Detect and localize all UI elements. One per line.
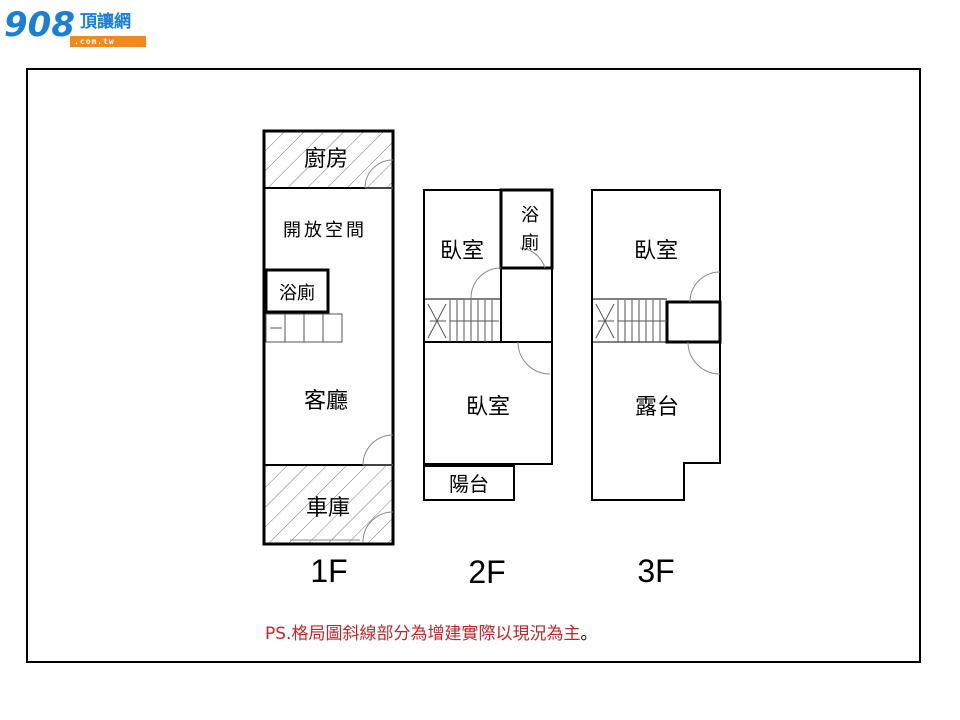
note-text: 格局圖斜線部分為增建實際以現況為主 (291, 624, 581, 644)
stairs-1f (265, 313, 343, 343)
floor-2f-outline (423, 189, 553, 465)
room-bath-2f-line2: 廁 (521, 232, 539, 254)
logo-bar (70, 36, 146, 47)
floor-label-1f: 1F (310, 553, 347, 589)
floor-2f: 臥室 浴 廁 臥室 陽台 (423, 188, 554, 501)
doors-1f (290, 159, 394, 543)
floor-3f-outline (591, 189, 721, 501)
logo-subtitle: .com.tw (74, 37, 115, 46)
room-bedroom-2f-upper: 臥室 (440, 239, 484, 264)
note-suffix: 。 (580, 624, 598, 644)
logo-number: 908 (4, 5, 75, 45)
floor-1f-outline (262, 129, 395, 546)
garage-hatch (264, 465, 393, 544)
room-bathroom-1f: 浴廁 (279, 282, 315, 304)
landing-3f (665, 300, 722, 344)
room-living: 客廳 (304, 389, 348, 414)
stairs-2f (427, 300, 499, 342)
site-logo[interactable]: 908 頂讓網 .com.tw (4, 5, 146, 47)
kitchen-hatch (264, 131, 393, 188)
note-prefix: PS. (265, 624, 292, 644)
floor-label-3f: 3F (637, 553, 674, 589)
doors-2f (470, 247, 551, 375)
disclaimer-note: PS.格局圖斜線部分為增建實際以現況為主。 (265, 622, 597, 646)
balcony-2f (423, 465, 515, 501)
room-bath-2f-line1: 浴 (521, 205, 539, 226)
stairs-3f (595, 300, 667, 342)
bathroom-1f (264, 268, 330, 314)
room-open-space: 開放空間 (283, 220, 367, 241)
doors-3f (687, 271, 721, 375)
floor-label-2f: 2F (468, 554, 505, 590)
floorplan-frame (26, 68, 921, 663)
logo-name: 頂讓網 (80, 12, 131, 32)
floor-3f: 臥室 露台 (591, 189, 722, 501)
room-kitchen: 廚房 (304, 147, 348, 172)
room-garage: 車庫 (306, 496, 350, 521)
bathroom-2f (499, 188, 554, 270)
floor-1f: 廚房 開放空間 浴廁 客廳 車庫 (262, 129, 395, 546)
room-bedroom-2f-lower: 臥室 (466, 395, 510, 420)
room-bedroom-3f: 臥室 (634, 239, 678, 264)
room-balcony: 陽台 (449, 472, 489, 496)
room-terrace: 露台 (635, 395, 679, 420)
